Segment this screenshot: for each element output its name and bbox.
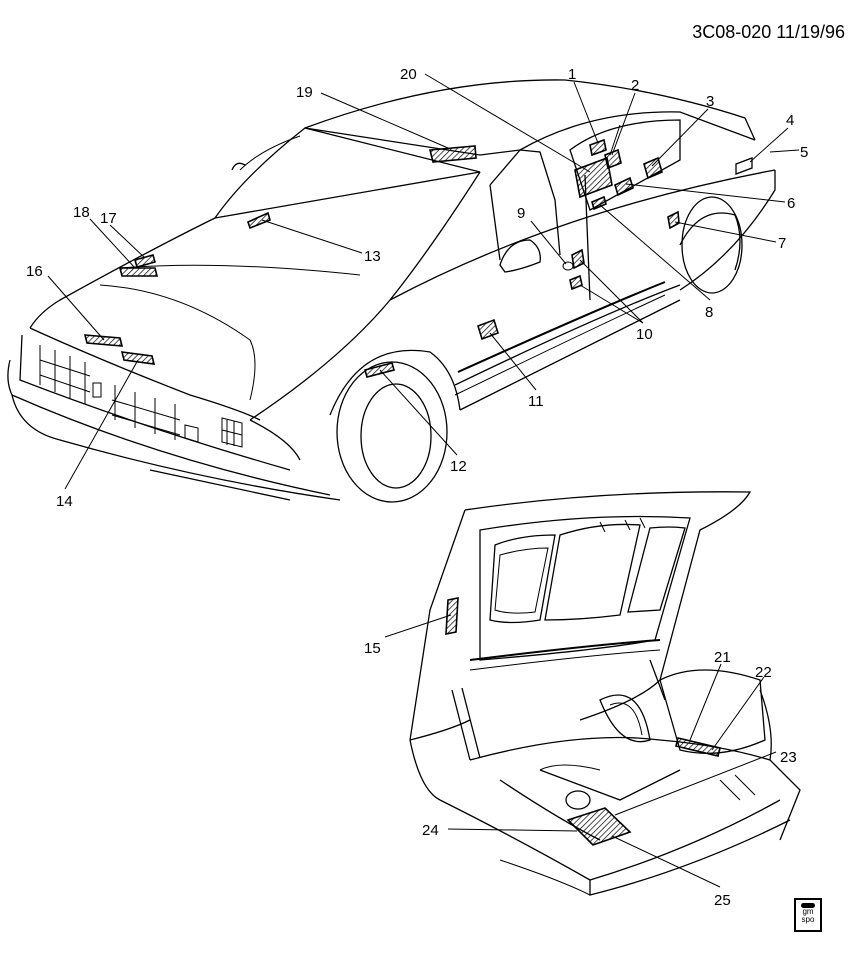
callout-5: 5 <box>800 144 808 161</box>
callout-10: 10 <box>636 326 653 343</box>
callout-20: 20 <box>400 66 417 83</box>
callout-13: 13 <box>364 248 381 265</box>
callout-numbers: 1 2 3 4 5 6 7 8 9 10 11 12 13 14 15 16 1… <box>26 66 808 909</box>
callout-23: 23 <box>780 749 797 766</box>
callout-15: 15 <box>364 640 381 657</box>
callout-12: 12 <box>450 458 467 475</box>
callout-7: 7 <box>778 235 786 252</box>
callout-22: 22 <box>755 664 772 681</box>
callout-9: 9 <box>517 205 525 222</box>
callout-21: 21 <box>714 649 731 666</box>
gm-spo-logo: gm spo <box>794 898 822 932</box>
logo-lamp-icon <box>801 903 815 908</box>
car-label-patches <box>83 138 680 378</box>
callout-4: 4 <box>786 112 794 129</box>
callout-11: 11 <box>528 393 544 410</box>
leader-lines <box>47 73 800 888</box>
logo-line-2: spo <box>801 915 815 924</box>
callout-1: 1 <box>568 66 576 83</box>
car-illustration <box>7 79 776 503</box>
trunk-illustration <box>409 491 801 896</box>
callout-2: 2 <box>631 77 639 94</box>
callout-3: 3 <box>706 93 714 110</box>
trunk-label-patches <box>445 597 721 846</box>
callout-14: 14 <box>56 493 73 510</box>
callout-19: 19 <box>296 84 313 101</box>
callout-24: 24 <box>422 822 439 839</box>
callout-16: 16 <box>26 263 43 280</box>
callout-8: 8 <box>705 304 713 321</box>
callout-6: 6 <box>787 195 795 212</box>
diagram-code: 3C08-020 11/19/96 <box>692 22 845 42</box>
logo-line-1: gm <box>802 907 814 916</box>
callout-18: 18 <box>73 204 90 221</box>
callout-17: 17 <box>100 210 117 227</box>
callout-25: 25 <box>714 892 731 909</box>
